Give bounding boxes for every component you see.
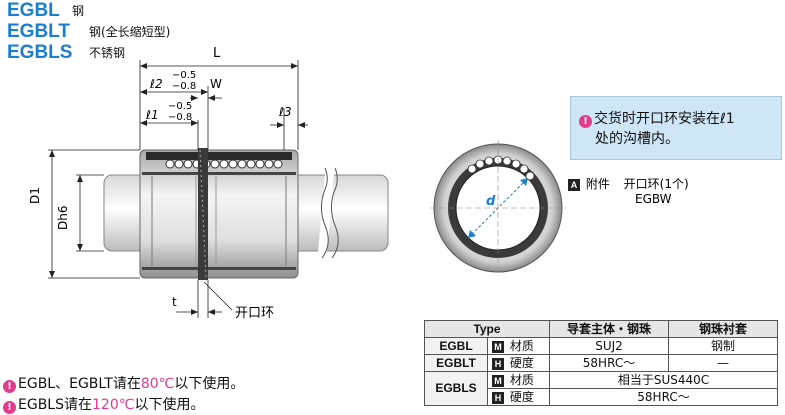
material-spec-table: Type 导套主体・钢珠 钢珠衬套 EGBL M 材质 SUJ2 钢制 EGBL…	[424, 320, 778, 406]
dim-D1-label: D1	[28, 187, 42, 204]
table-row: EGBL M 材质 SUJ2 钢制	[424, 337, 778, 355]
warning-pin-icon: !	[3, 380, 16, 393]
accessory-code: EGBW	[635, 192, 672, 206]
table-row: EGBLT H 硬度 58HRC～ —	[424, 354, 778, 372]
usage-note-2: !EGBLS请在120℃以下使用。	[3, 395, 204, 415]
dimension-lines	[48, 60, 308, 318]
table-cell-prop: M 材质	[487, 337, 550, 355]
table-cell-value: 58HRC～	[549, 354, 669, 372]
dim-l3-label: ℓ3	[279, 105, 292, 119]
table-cell-value: SUJ2	[549, 337, 669, 355]
usage-note-1: !EGBL、EGBLT请在80℃以下使用。	[3, 374, 244, 394]
table-header-retainer: 钢珠衬套	[668, 320, 778, 338]
model-code-egbl: EGBL	[7, 0, 60, 21]
table-cell-value: 58HRC～	[549, 388, 778, 406]
accessory-tag-icon: A	[568, 179, 580, 191]
warning-pin-icon: !	[579, 115, 592, 128]
table-cell-prop: H 硬度	[487, 354, 550, 372]
bushing-end-view	[430, 140, 566, 276]
material-tag-icon: M	[492, 374, 504, 387]
model-desc-egblt: 钢(全长缩短型)	[89, 25, 171, 39]
table-cell-model: EGBLS	[424, 371, 488, 406]
dim-t-label: t	[172, 295, 177, 309]
accessory-row: A 附件 开口环(1个)	[568, 177, 689, 192]
accessory-item: 开口环(1个)	[623, 177, 689, 191]
table-cell-model: EGBLT	[424, 354, 488, 372]
table-row: EGBLS M 材质 相当于SUS440C	[424, 371, 778, 406]
table-header-type: Type	[424, 320, 550, 338]
model-code-egblt: EGBLT	[7, 21, 70, 42]
accessory-label: 附件	[585, 177, 610, 191]
table-cell-prop: M 材质	[487, 371, 550, 389]
table-cell-model: EGBL	[424, 337, 488, 355]
table-cell-value: —	[668, 354, 778, 372]
dim-L-label: L	[213, 46, 221, 61]
model-desc-egbl: 钢	[72, 4, 85, 18]
table-header-row: Type 导套主体・钢珠 钢珠衬套	[424, 320, 778, 338]
table-cell-prop: H 硬度	[487, 388, 550, 406]
open-ring-groove	[198, 148, 208, 280]
model-desc-egbls: 不锈钢	[89, 46, 126, 60]
bushing-body	[139, 148, 299, 280]
dim-Dh6-label: Dh6	[56, 205, 70, 230]
table-cell-value: 钢制	[668, 337, 778, 355]
dim-l2-tol-upper: −0.5	[172, 70, 197, 81]
warning-pin-icon: !	[3, 401, 16, 414]
dimension-arrows	[49, 63, 305, 315]
dim-l1-label: ℓ1	[146, 108, 159, 122]
dim-l2-label: ℓ2	[150, 77, 163, 91]
hardness-tag-icon: H	[492, 357, 504, 370]
delivery-note-line1: !交货时开口环安装在ℓ1	[579, 109, 735, 129]
hardness-tag-icon: H	[492, 391, 504, 404]
bushing-side-view	[48, 60, 389, 318]
dim-W-label: W	[210, 77, 222, 91]
material-tag-icon: M	[492, 340, 504, 353]
dim-l1-tol-upper: −0.5	[168, 101, 193, 112]
table-header-body: 导套主体・钢珠	[549, 320, 669, 338]
dim-l1-tol-lower: −0.8	[168, 112, 193, 123]
delivery-note-box: !交货时开口环安装在ℓ1 处的沟槽内。	[570, 96, 782, 160]
table-row: H 硬度 58HRC～	[425, 388, 778, 406]
open-ring-label: 开口环	[235, 306, 275, 321]
table-cell-value: 相当于SUS440C	[549, 371, 778, 389]
dim-d-label: d	[486, 194, 496, 209]
dim-l2-tol-lower: −0.8	[172, 81, 197, 92]
model-code-egbls: EGBLS	[7, 42, 73, 63]
delivery-note-line2: 处的沟槽内。	[595, 131, 679, 147]
